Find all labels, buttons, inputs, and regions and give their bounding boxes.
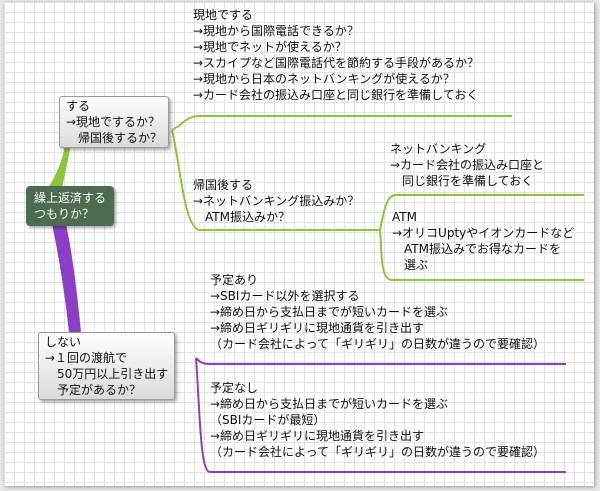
yotei-nashi-line-4: →締め日ギリギリに現地通貨を引き出す — [210, 429, 425, 443]
mindmap-canvas: 現地でする →現地から国際電話できるか？ →現地でネットが使えるか？ →スカイプ… — [4, 2, 594, 486]
yotei-nashi-line-5: （カード会社によって「ギリギリ」の日数が違うので要確認） — [210, 445, 546, 459]
netbank-line-1: ネットバンキング — [390, 142, 487, 156]
yotei-nashi-block: 予定なし →締め日から支払日までが短いカードを選ぶ （SBIカードが最短） →締… — [210, 380, 545, 460]
atm-block: ATM →オリコUptyやイオンカードなど ATM振込みでお得なカードを 選ぶ — [392, 209, 574, 273]
yotei-ari-line-5: （カード会社によって「ギリギリ」の日数が違うので要確認） — [210, 337, 546, 351]
root-line-2: つもりか？ — [34, 207, 95, 221]
genchi-line-1: 現地でする — [193, 8, 254, 22]
netbank-block: ネットバンキング →カード会社の振込み口座と 同じ銀行を準備しておく — [390, 141, 544, 189]
yotei-nashi-line-2: →締め日から支払日までが短いカードを選ぶ — [210, 397, 449, 411]
yotei-ari-line-2: →SBIカード以外を選択する — [210, 289, 360, 303]
kikoku-line-2: →ネットバンキング振込みか？ — [193, 194, 360, 208]
yotei-ari-line-1: 予定あり — [210, 273, 259, 287]
branch-to-atm — [379, 229, 584, 281]
branch-lines — [48, 115, 584, 473]
genchi-line-4: →スカイプなど国際電話代を節約する手段があるか？ — [193, 56, 480, 70]
branch-to-netbank — [379, 194, 584, 231]
shinai-line-4: 予定があるか？ — [45, 383, 142, 397]
suru-line-2: →現地でするか？ — [66, 115, 161, 129]
netbank-line-3: 同じ銀行を準備しておく — [390, 174, 534, 188]
yotei-ari-block: 予定あり →SBIカード以外を選択する →締め日から支払日までが短いカードを選ぶ… — [210, 272, 545, 352]
yotei-ari-line-3: →締め日から支払日までが短いカードを選ぶ — [210, 305, 449, 319]
branch-to-genchi — [171, 115, 512, 131]
root-node[interactable]: 繰上返済する つもりか？ — [26, 186, 115, 226]
shinai-line-2: →１回の渡航で — [45, 351, 128, 365]
netbank-line-2: →カード会社の振込み口座と — [390, 158, 545, 172]
branch-to-yotei-nashi — [195, 357, 566, 473]
suru-line-1: する — [66, 99, 91, 113]
shinai-node[interactable]: しない →１回の渡航で 50万円以上引き出す 予定があるか？ — [38, 332, 176, 400]
yotei-ari-line-4: →締め日ギリギリに現地通貨を引き出す — [210, 321, 425, 335]
genchi-line-6: →カード会社の振込み口座と同じ銀行を準備しておく — [193, 88, 479, 102]
root-line-1: 繰上返済する — [34, 191, 107, 205]
kikoku-block: 帰国後する →ネットバンキング振込みか？ ATM振込みか？ — [193, 177, 359, 225]
branch-to-yotei-ari — [195, 357, 566, 365]
atm-line-1: ATM — [392, 210, 417, 224]
purple-main-branch — [52, 224, 82, 342]
atm-line-4: 選ぶ — [392, 258, 429, 272]
branch-to-kikoku — [171, 129, 380, 231]
genchi-line-3: →現地でネットが使えるか？ — [193, 40, 347, 54]
suru-node[interactable]: する →現地でするか？ 帰国後するか？ — [59, 96, 170, 148]
shinai-line-3: 50万円以上引き出す — [45, 367, 169, 381]
kikoku-line-1: 帰国後する — [193, 178, 254, 192]
genchi-line-5: →現地から日本のネットバンキングが使えるか？ — [193, 72, 455, 86]
kikoku-line-3: ATM振込みか？ — [193, 210, 290, 224]
yotei-nashi-line-3: （SBIカードが最短） — [210, 413, 326, 427]
genchi-block: 現地でする →現地から国際電話できるか？ →現地でネットが使えるか？ →スカイプ… — [193, 7, 479, 103]
atm-line-2: →オリコUptyやイオンカードなど — [392, 226, 575, 240]
shinai-line-1: しない — [45, 335, 82, 349]
yotei-nashi-line-1: 予定なし — [210, 381, 259, 395]
genchi-line-2: →現地から国際電話できるか？ — [193, 24, 359, 38]
atm-line-3: ATM振込みでお得なカードを — [392, 242, 561, 256]
suru-line-3: 帰国後するか？ — [66, 131, 163, 145]
